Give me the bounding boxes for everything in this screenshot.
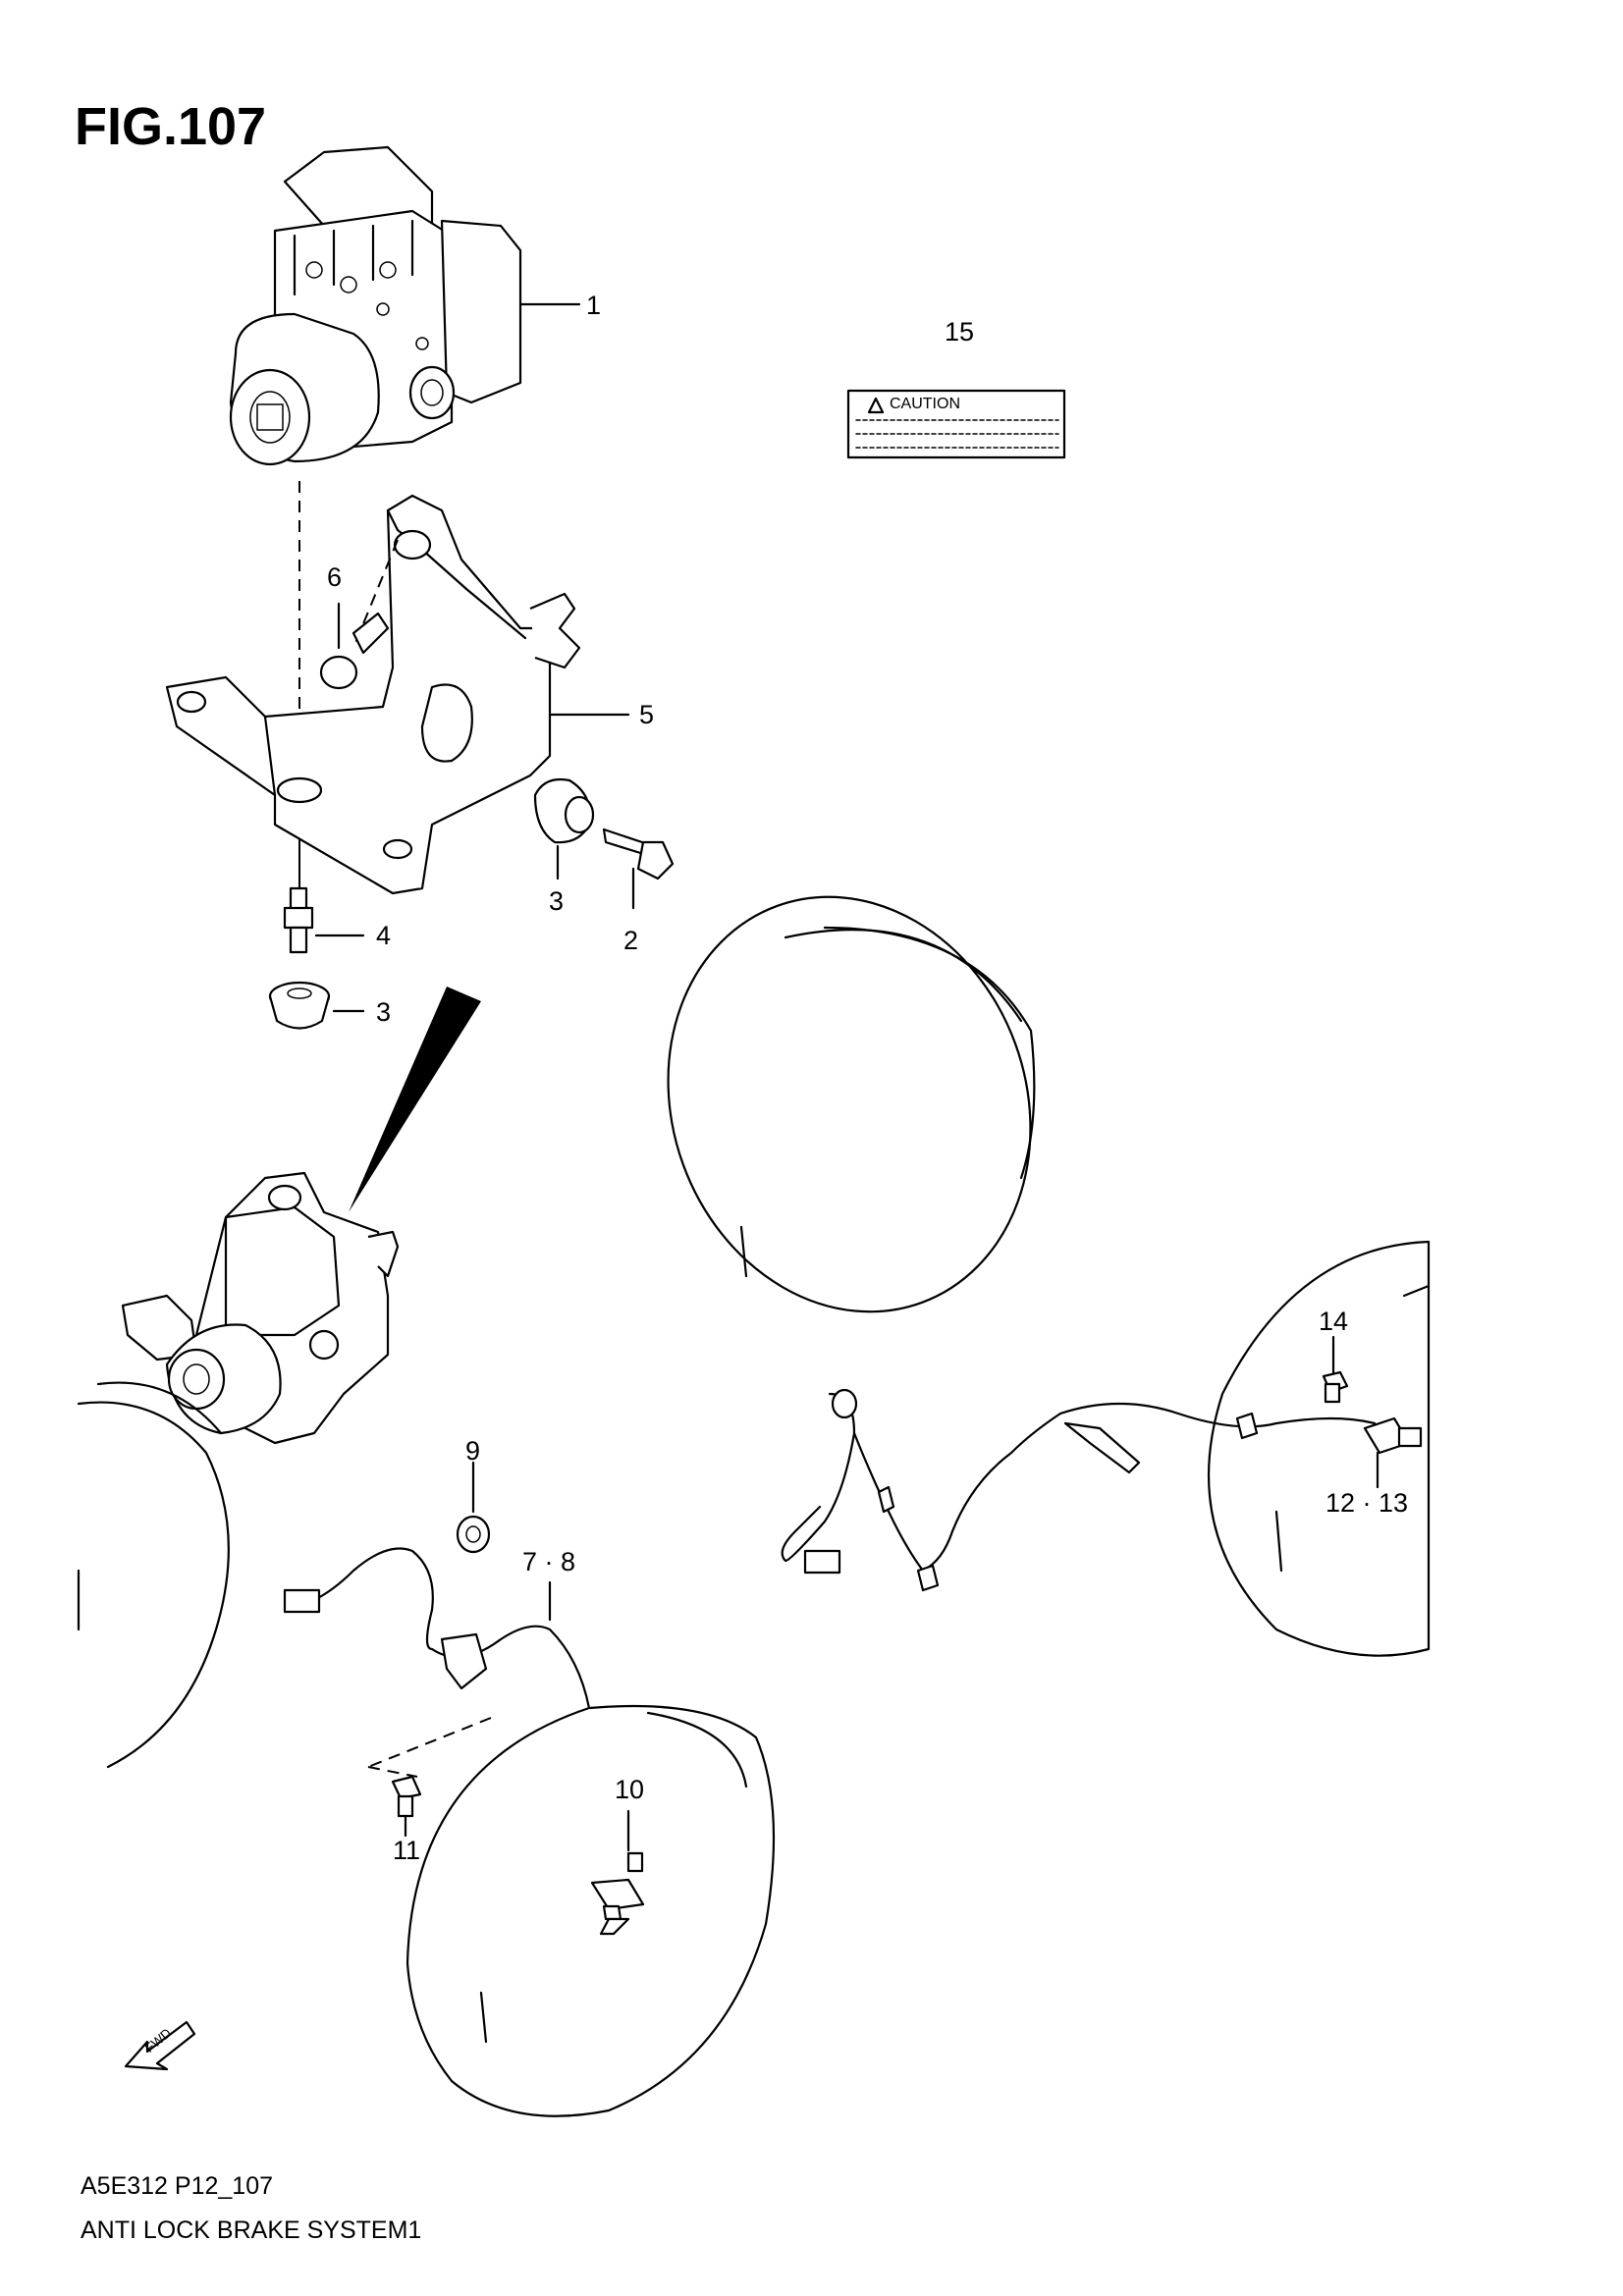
callout-1: 1 [586,291,602,320]
callout-12-13: 12 · 13 [1325,1488,1409,1518]
footer-name: ANTI LOCK BRAKE SYSTEM1 [81,2216,422,2244]
figure-title: FIG.107 [75,97,267,156]
abs-assembly-installed [121,1171,400,1445]
bolt-14 [1322,1370,1349,1404]
callout-15: 15 [945,317,975,347]
callout-3-lower: 3 [376,997,392,1027]
front-right-sensor-harness [781,1388,1377,1592]
callout-10: 10 [615,1775,645,1804]
wheel-left-partial [77,1381,230,1769]
callout-2: 2 [623,926,639,955]
wheel-front-right [667,895,1036,1313]
stud-4 [283,886,314,954]
callout-5: 5 [639,700,655,729]
wheel-front-left [406,1704,776,2117]
callout-14: 14 [1319,1307,1349,1336]
detail-pointer-arrow [349,987,481,1212]
bolt-2 [602,828,675,881]
callout-11: 11 [393,1836,421,1865]
bolt-11 [391,1775,422,1818]
abs-hydraulic-unit [229,145,522,466]
caution-label-text: CAUTION [890,396,960,412]
callout-6: 6 [327,562,343,592]
caution-label [846,389,1066,459]
callout-3-upper: 3 [549,886,565,916]
bolt-6 [319,539,399,690]
callout-7-8: 7 · 8 [522,1547,576,1576]
grommet-3-upper [533,777,595,844]
fwd-arrow-icon [124,2020,196,2071]
callout-9: 9 [465,1436,481,1466]
wheel-speed-sensor-12-13 [1363,1416,1423,1455]
abs-bracket [165,494,581,895]
wheel-speed-sensor-10 [590,1851,645,1936]
wheel-rear-right [1207,1240,1431,1657]
grommet-9 [456,1515,491,1554]
footer-code: A5E312 P12_107 [81,2172,274,2200]
callout-4: 4 [376,921,392,950]
grommet-3-lower [268,981,331,1030]
